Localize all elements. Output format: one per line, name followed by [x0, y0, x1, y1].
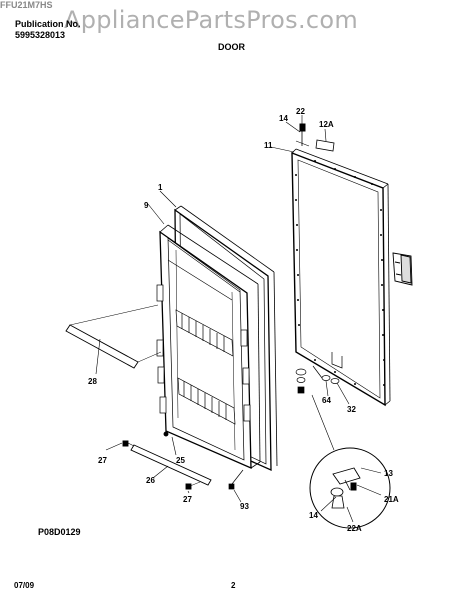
footer-page-number: 2	[231, 581, 236, 590]
callout-22-top: 22	[296, 107, 305, 116]
outer-door-panel	[291, 148, 391, 407]
callout-1: 1	[158, 183, 163, 192]
section-title: DOOR	[218, 42, 245, 52]
top-trim	[167, 239, 241, 301]
leader-lines	[95, 115, 382, 523]
callout-21a: 21A	[384, 495, 399, 504]
callout-25: 25	[176, 456, 185, 465]
callout-12a: 12A	[319, 120, 334, 129]
model-number: FFU21M7HS	[0, 0, 53, 10]
bottom-hinge-parts	[295, 365, 340, 394]
callout-27-lower: 27	[183, 495, 192, 504]
publication-number: 5995328013	[15, 30, 66, 40]
publication-label: Publication No.	[15, 19, 81, 29]
callout-64: 64	[322, 396, 331, 405]
watermark-text: AppliancePartsPros.com	[64, 6, 359, 34]
door-handle	[392, 252, 413, 286]
door-shelf-upper	[175, 309, 234, 357]
callout-14-top: 14	[279, 114, 288, 123]
shelf-bar-28	[65, 304, 162, 369]
callout-27-upper: 27	[98, 456, 107, 465]
callout-32: 32	[347, 405, 356, 414]
callout-13: 13	[384, 469, 393, 478]
footer-date: 07/09	[14, 581, 35, 590]
screw-93	[228, 469, 244, 490]
top-hinge-parts	[295, 123, 335, 152]
callout-14-bottom: 14	[309, 511, 318, 520]
hinge-detail-circle	[309, 394, 391, 529]
bottom-bar-26	[122, 431, 212, 490]
diagram-code: P08D0129	[38, 527, 81, 537]
door-shelf-lower	[177, 377, 236, 425]
callout-11: 11	[264, 141, 273, 150]
callout-28: 28	[88, 377, 97, 386]
callout-93: 93	[240, 502, 249, 511]
callout-labels: 1 9 11 12A 22 14 13 21A 14 22A 64 32 28 …	[88, 107, 399, 533]
callout-26: 26	[146, 476, 155, 485]
callout-22a: 22A	[347, 524, 362, 533]
callout-9: 9	[144, 201, 149, 210]
